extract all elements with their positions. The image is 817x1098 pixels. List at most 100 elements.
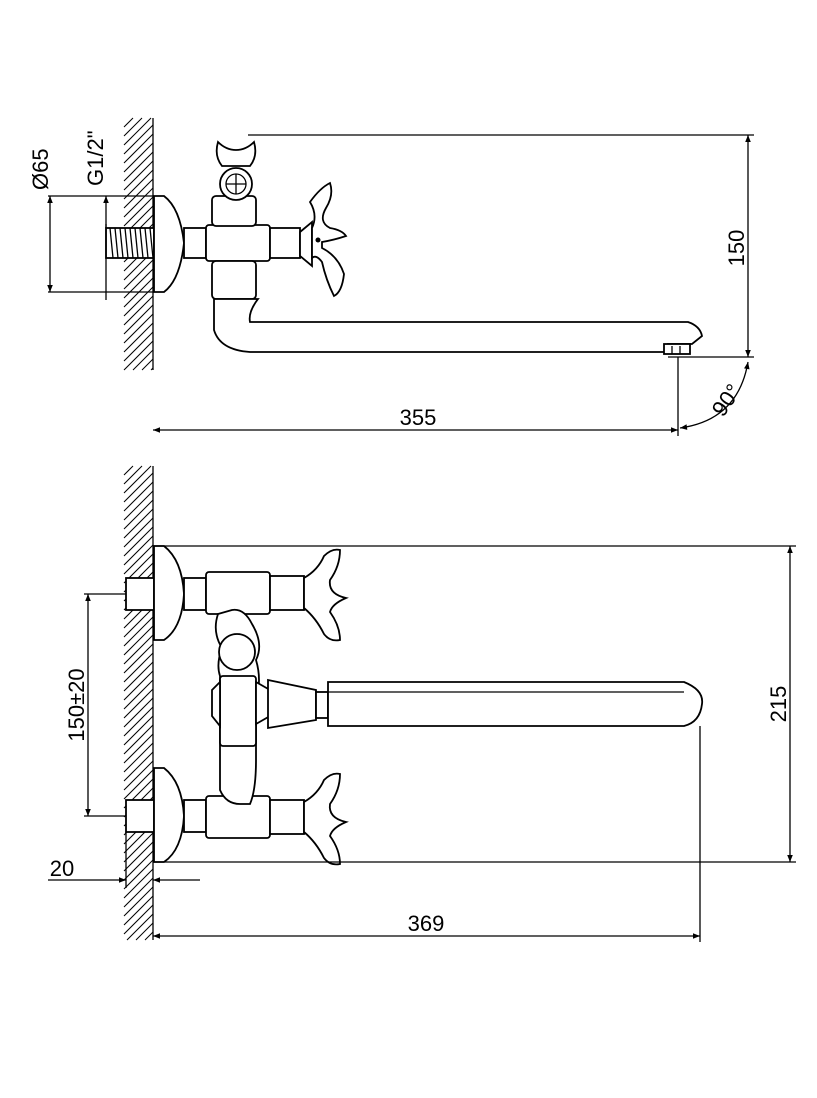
hatch-line (123, 661, 154, 692)
hatch-line (123, 706, 154, 737)
hatch-line (123, 517, 154, 548)
dim-diameter: Ø65 (28, 148, 154, 293)
hatch-line (123, 643, 154, 674)
hatch-line (123, 733, 154, 764)
top-inlet-thread (105, 227, 155, 259)
hatch-line (123, 616, 154, 647)
thread-line (129, 227, 134, 259)
hatch-line (123, 313, 154, 344)
dim-front-height: 215 (154, 545, 796, 863)
hatch-line (123, 465, 134, 476)
front-spout (267, 678, 704, 730)
hatch-line (123, 724, 154, 755)
hatch-line (123, 877, 154, 908)
hatch-line (123, 124, 154, 155)
hatch-line (123, 340, 154, 371)
hatch-line (123, 490, 154, 521)
hatch-line (144, 931, 154, 941)
dim-front-length: 369 (153, 726, 701, 942)
hatch-line (123, 904, 154, 935)
hatch-line (123, 187, 154, 218)
top-spout (213, 298, 703, 355)
hatch-line (150, 367, 154, 371)
dim-wall-offset: 20 (48, 832, 200, 888)
hatch-line (123, 304, 154, 335)
hatch-line (126, 913, 154, 941)
front-lower-inlet (125, 767, 349, 866)
hatch-line (123, 481, 154, 512)
hatch-line (132, 349, 154, 371)
hatch-line (123, 178, 154, 209)
hatch-line (123, 268, 154, 299)
dim-angle: 90° (679, 361, 750, 430)
top-escutcheon (153, 195, 185, 293)
hatch-line (123, 133, 154, 164)
top-body (205, 181, 348, 298)
hatch-line (123, 295, 154, 326)
thread-line (119, 227, 124, 259)
hatch-line (123, 117, 152, 146)
hatch-line (123, 117, 143, 137)
top-diverter (211, 140, 257, 300)
front-wall (123, 465, 154, 941)
front-upper-inlet (125, 545, 349, 642)
hatch-line (123, 850, 154, 881)
hatch-line (123, 142, 154, 173)
hatch-line (123, 472, 154, 503)
thread-line (144, 227, 149, 259)
hatch-line (123, 117, 134, 128)
hatch-line (123, 535, 154, 566)
hatch-line (123, 742, 154, 773)
dim-top-length: 355 (153, 357, 679, 436)
hatch-line (123, 769, 154, 800)
hatch-line (123, 868, 154, 899)
top-view: Ø65 G1/2" 150 355 90° (28, 117, 754, 436)
thread-line (139, 227, 144, 259)
dim-front-height-label: 215 (766, 686, 791, 723)
hatch-line (123, 688, 154, 719)
hatch-line (135, 922, 154, 941)
hatch-line (123, 841, 154, 872)
hatch-line (123, 634, 154, 665)
dim-wall-offset-label: 20 (50, 856, 74, 881)
dim-top-height-label: 150 (724, 230, 749, 267)
dim-spacing-label: 150±20 (64, 668, 89, 741)
dim-top-height: 150 (248, 134, 754, 358)
hatch-line (123, 886, 154, 917)
hatch-line (123, 331, 154, 362)
thread-line (114, 227, 119, 259)
hatch-line (123, 151, 154, 182)
hatch-line (123, 679, 154, 710)
hatch-line (123, 196, 154, 227)
hatch-line (123, 859, 154, 890)
hatch-line (123, 670, 154, 701)
front-wall-hatching (123, 465, 154, 941)
hatch-line (123, 895, 154, 926)
hatch-line (123, 322, 154, 353)
hatch-line (123, 751, 154, 782)
hatch-line (123, 715, 154, 746)
hatch-line (123, 160, 154, 191)
dim-diameter-label: Ø65 (28, 148, 53, 190)
front-view: 150±20 215 20 369 (48, 465, 796, 942)
hatch-line (123, 544, 154, 575)
dim-thread-label: G1/2" (83, 130, 108, 186)
dim-angle-label: 90° (707, 379, 747, 421)
hatch-line (123, 499, 154, 530)
hatch-line (123, 465, 143, 485)
hatch-line (123, 697, 154, 728)
dim-spacing: 150±20 (64, 593, 126, 817)
thread-line (149, 227, 154, 259)
hatch-line (141, 358, 154, 371)
hatch-line (123, 832, 154, 863)
hatch-line (123, 760, 154, 791)
thread-line (124, 227, 129, 259)
hatch-line (123, 625, 154, 656)
hatch-line (123, 169, 154, 200)
front-central-body (211, 608, 271, 805)
hatch-line (123, 259, 154, 290)
top-cross-handle (308, 181, 348, 298)
thread-line (109, 227, 114, 259)
hatch-line (123, 465, 152, 494)
